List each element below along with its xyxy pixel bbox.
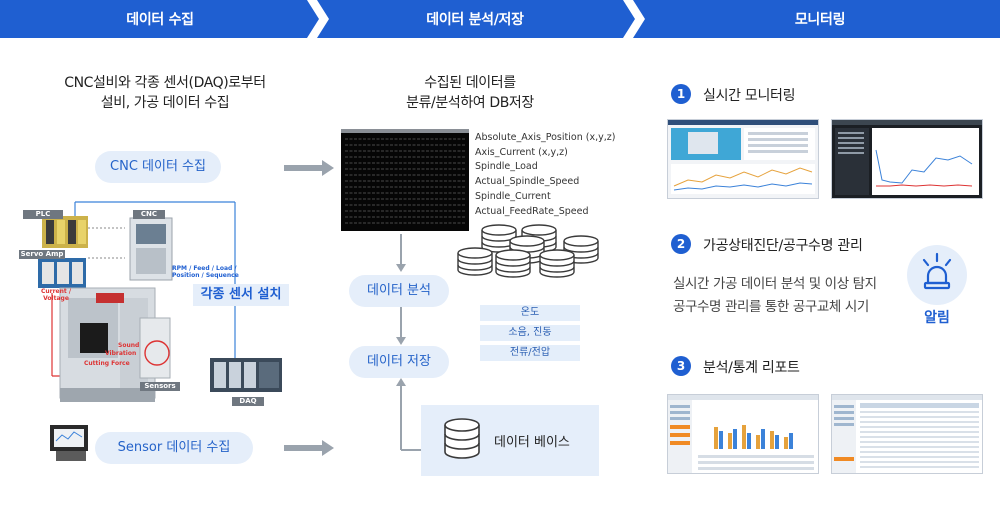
tool-life-description-line2: 공구수명 관리를 통한 공구교체 시기 <box>673 299 869 315</box>
realtime-monitoring-title: 실시간 모니터링 <box>703 88 796 104</box>
step-number-badge: 2 <box>671 234 691 254</box>
collect-description: CNC설비와 각종 센서(DAQ)로부터 설비, 가공 데이터 수집 <box>20 73 310 113</box>
alarm-label: 알림 <box>924 310 950 326</box>
field-item: Actual_FeedRate_Speed <box>475 205 589 217</box>
field-item: Spindle_Load <box>475 161 538 173</box>
cnc-label: CNC <box>133 210 165 219</box>
vibration-label: Vibration <box>105 350 137 357</box>
field-item: Absolute_Axis_Position (x,y,z) <box>475 132 616 143</box>
tool-life-description: 실시간 가공 데이터 분석 및 이상 탐지 공구수명 관리를 통한 공구교체 시… <box>673 273 877 319</box>
tool-life-description-line1: 실시간 가공 데이터 분석 및 이상 탐지 <box>673 276 877 292</box>
realtime-dashboard-thumbnail <box>667 119 819 199</box>
sensor-device-illustration <box>50 425 88 461</box>
flow-arrow-down-icon <box>396 307 406 345</box>
rpm-feed-label: RPM / Feed / Load / Position / Sequence <box>172 265 239 279</box>
tag-temperature: 온도 <box>480 305 580 321</box>
step-store-title: 데이터 분석/저장 <box>426 12 524 28</box>
database-icon <box>444 418 480 459</box>
report-table-thumbnail <box>831 394 983 474</box>
servo-amp-label: Servo Amp <box>19 250 65 259</box>
report-chart-thumbnail <box>667 394 819 474</box>
collect-description-line2: 설비, 가공 데이터 수집 <box>100 95 230 111</box>
sensors-label: Sensors <box>140 382 180 391</box>
step-collect-title: 데이터 수집 <box>126 12 194 28</box>
field-list: Absolute_Axis_Position (x,y,z) Axis_Curr… <box>475 131 615 219</box>
process-banner <box>0 0 1000 38</box>
field-item: Axis_Current (x,y,z) <box>475 146 568 158</box>
store-description: 수집된 데이터를 분류/분석하여 DB저장 <box>340 73 600 113</box>
sensor-arrow-icon <box>284 440 334 456</box>
storage-pill: 데이터 저장 <box>349 346 449 378</box>
step-number-badge: 1 <box>671 84 691 104</box>
sensor-collect-pill: Sensor 데이터 수집 <box>95 432 253 464</box>
plc-label: PLC <box>23 210 63 219</box>
cnc-collect-pill: CNC 데이터 수집 <box>95 151 221 183</box>
cutting-force-label: Cutting Force <box>84 360 130 367</box>
step-monitor-title: 모니터링 <box>794 12 846 28</box>
tag-noise-vibration: 소음, 진동 <box>480 325 580 341</box>
raw-data-terminal <box>341 129 469 231</box>
sensor-install-label: 각종 센서 설치 <box>193 284 289 306</box>
sound-label: Sound <box>118 342 140 349</box>
field-item: Spindle_Current <box>475 190 551 202</box>
store-description-line1: 수집된 데이터를 <box>424 75 516 91</box>
field-item: Actual_Spindle_Speed <box>475 176 580 188</box>
database-cluster-icon <box>457 224 599 278</box>
cnc-arrow-icon <box>284 160 334 176</box>
tool-life-title: 가공상태진단/공구수명 관리 <box>703 238 863 254</box>
database-label: 데이터 베이스 <box>494 435 570 450</box>
collect-description-line1: CNC설비와 각종 센서(DAQ)로부터 <box>64 75 266 91</box>
store-description-line2: 분류/분석하여 DB저장 <box>406 95 534 111</box>
equipment-illustration <box>38 201 282 402</box>
flow-arrow-down-icon <box>396 234 406 272</box>
step-number-badge: 3 <box>671 356 691 376</box>
report-title: 분석/통계 리포트 <box>703 360 800 376</box>
trend-chart-thumbnail <box>831 119 983 199</box>
daq-label: DAQ <box>232 397 264 406</box>
siren-icon <box>922 252 952 290</box>
current-voltage-label: Current / Voltage <box>40 288 72 302</box>
analysis-pill: 데이터 분석 <box>349 275 449 307</box>
tag-current-voltage: 전류/전압 <box>480 345 580 361</box>
